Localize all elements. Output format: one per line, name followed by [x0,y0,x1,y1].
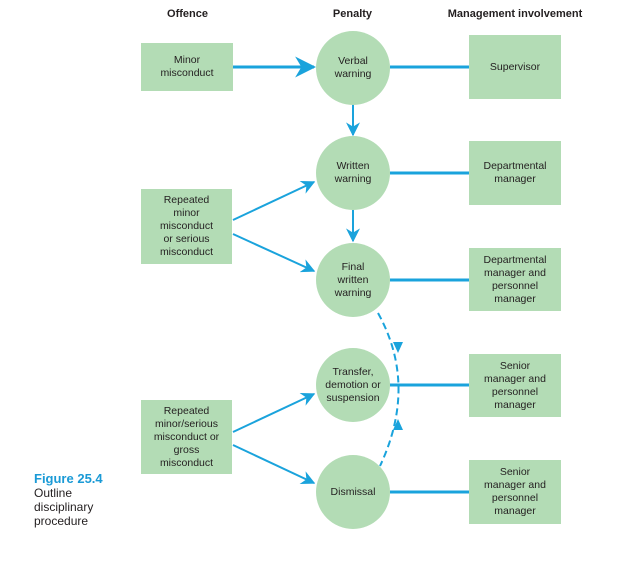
arrow-gross-to-transfer [232,393,316,433]
offence-repeated-minor-or-serious: Repeated minor misconduct or serious mis… [141,189,232,264]
figure-caption: Figure 25.4 Outline disciplinary procedu… [34,471,134,528]
management-supervisor: Supervisor [469,35,561,99]
penalty-final-written-warning: Final written warning [316,243,390,317]
penalty-dismissal: Dismissal [316,455,390,529]
figure-number: Figure 25.4 [34,471,103,486]
penalty-verbal-warning: Verbal warning [316,31,390,105]
column-header-management: Management involvement [447,8,583,20]
arc-arrowhead-up [393,419,403,430]
management-senior-and-personnel-1: Senior manager and personnel manager [469,354,561,417]
arrow-repeated-to-final [232,233,316,273]
arrow-gross-to-dismissal [232,444,316,484]
arc-arrowhead-down [393,342,403,353]
offence-gross-misconduct: Repeated minor/serious misconduct or gro… [141,400,232,474]
column-header-offence: Offence [167,8,208,20]
management-departmental-and-personnel: Departmental manager and personnel manag… [469,248,561,311]
dashed-arc-escalation [377,312,400,467]
penalty-transfer-demotion-suspension: Transfer, demotion or suspension [316,348,390,422]
figure-description: Outline disciplinary procedure [34,486,94,528]
arrow-repeated-to-written [232,181,316,221]
penalty-written-warning: Written warning [316,136,390,210]
management-departmental-manager: Departmental manager [469,141,561,205]
offence-minor-misconduct: Minor misconduct [141,43,233,91]
column-header-penalty: Penalty [332,8,373,20]
management-senior-and-personnel-2: Senior manager and personnel manager [469,460,561,524]
